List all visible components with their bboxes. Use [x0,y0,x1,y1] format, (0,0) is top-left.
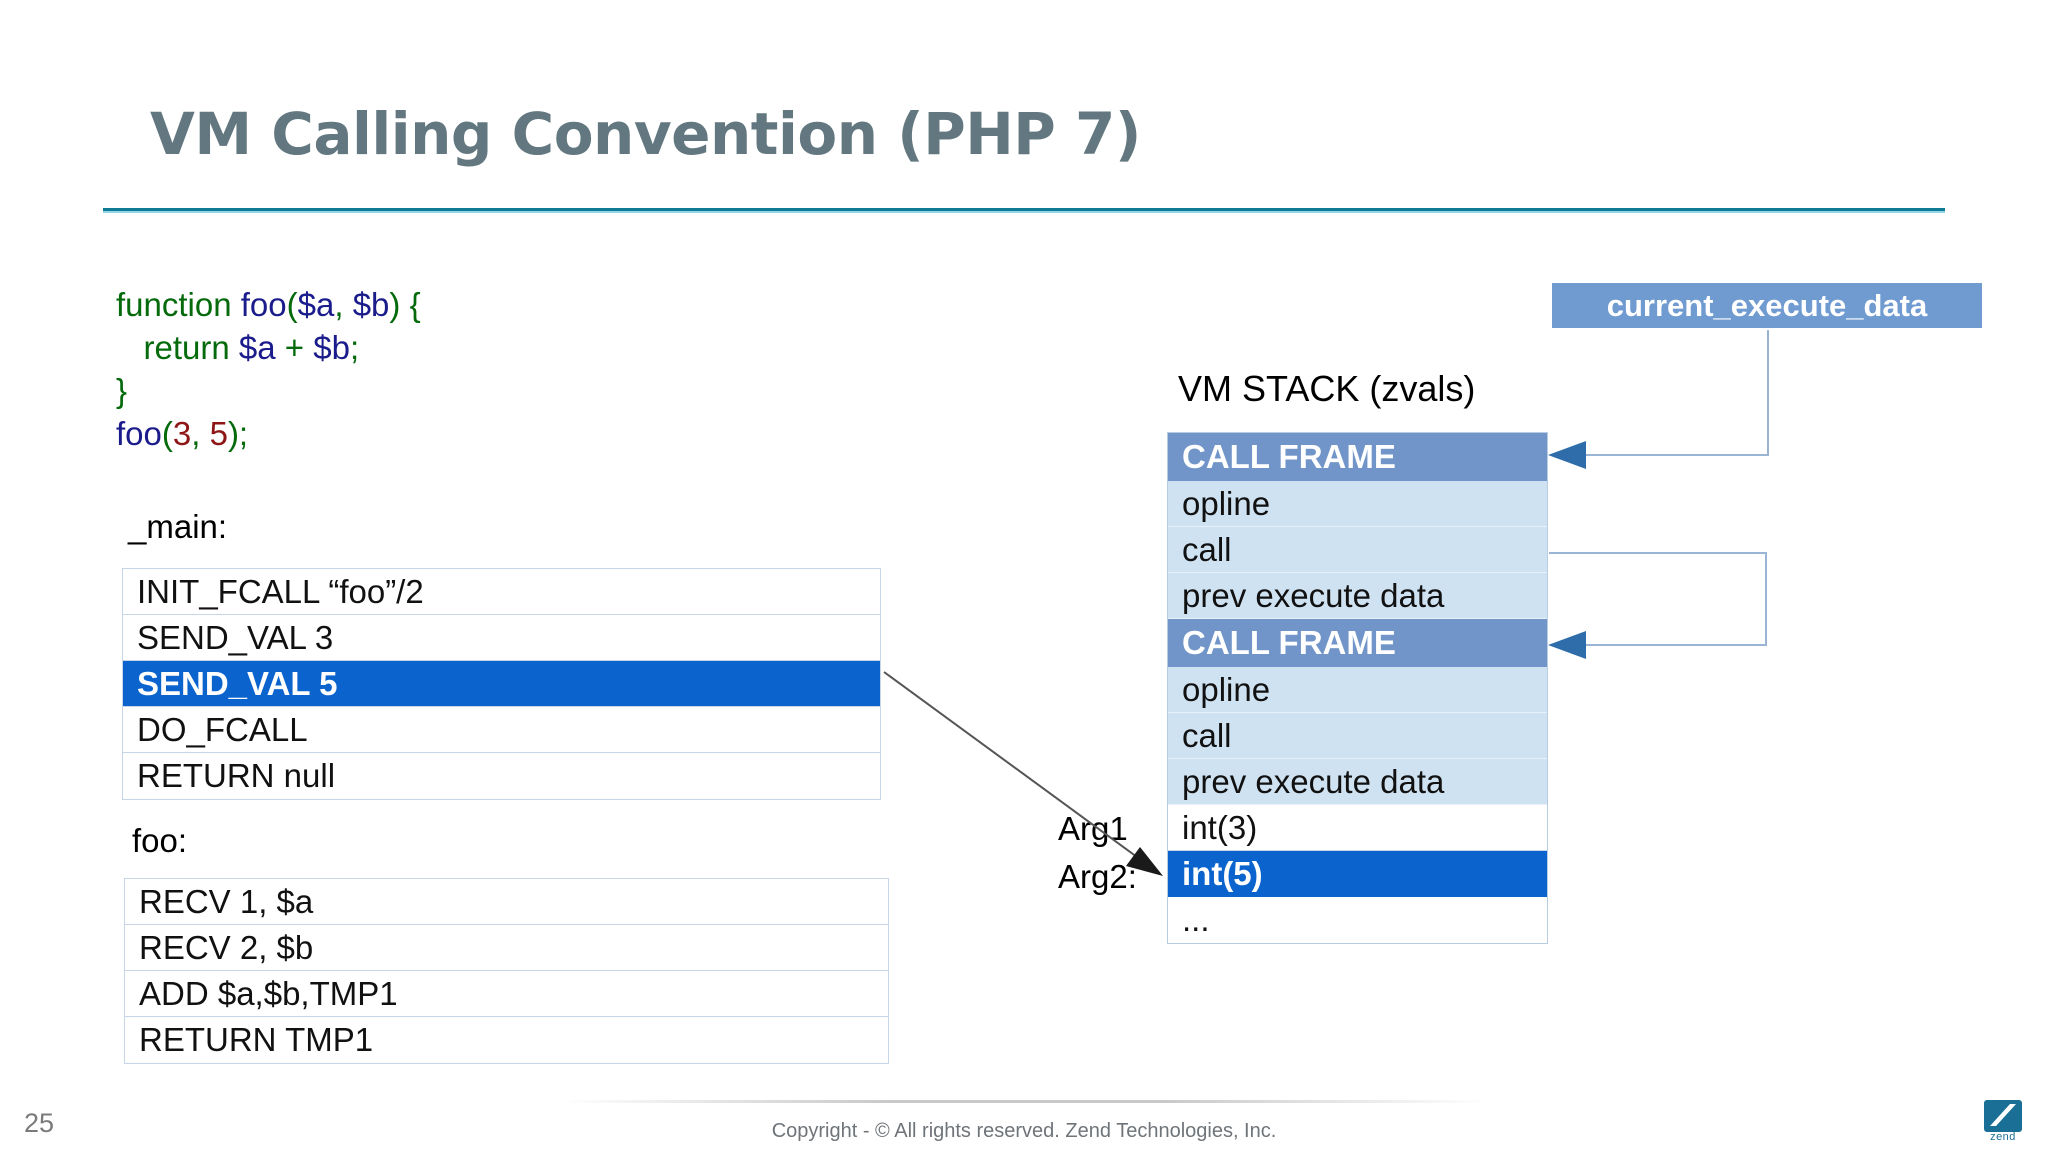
slide-number: 25 [24,1108,55,1138]
code-token: foo [116,415,162,452]
vm-stack-row: call [1168,527,1547,573]
php-code-block: function foo($a, $b) { return $a + $b;}f… [116,283,421,455]
code-token: $a [297,286,335,323]
opcode-row: RETURN null [137,757,336,794]
code-token: $b [313,329,350,366]
code-token: foo [240,286,287,323]
code-token: + [275,329,314,366]
title-divider [103,208,1945,211]
opcode-row: SEND_VAL 3 [123,615,880,661]
opcode-row: DO_FCALL [123,707,880,753]
code-token: ) { [389,286,421,323]
vm-stack-row: opline [1168,481,1547,527]
vm-stack-row: prev execute data [1168,759,1547,805]
arg2-label: Arg2: [1058,858,1137,895]
page-title: VM Calling Convention (PHP 7) [150,100,1141,168]
vm-stack-label: VM STACK (zvals) [1178,368,1476,409]
code-token: $b [352,286,390,323]
vm-stack-row: opline [1168,667,1547,713]
vm-stack-row: CALL FRAME [1168,619,1547,667]
code-token: ); [227,415,249,452]
code-token: return [116,329,239,366]
opcode-row: ADD $a,$b,TMP1 [125,971,888,1017]
opcode-row: SEND_VAL 5 [123,661,880,707]
vm-stack-row: int(3) [1168,805,1547,851]
arg1-label: Arg1 [1058,810,1128,847]
footer-divider [560,1100,1490,1103]
opcode-row: INIT_FCALL “foo”/2 [123,569,880,615]
code-token: 3 [172,415,192,452]
opcode-row: RECV 1, $a [125,879,888,925]
frame2-arrowhead [1548,631,1586,659]
zend-logo-icon [1984,1100,2022,1132]
current-execute-data-badge: current_execute_data [1552,283,1982,328]
code-line: return $a + $b; [116,326,421,369]
code-token: $a [238,329,276,366]
code-token: , [334,286,353,323]
opcode-row: RECV 2, $b [125,925,888,971]
main-function-label: _main: [128,508,228,545]
code-token: } [116,372,128,409]
code-line: foo(3, 5); [116,412,421,455]
vm-stack-row: CALL FRAME [1168,433,1547,481]
code-line: function foo($a, $b) { [116,283,421,326]
copyright-text: Copyright - © All rights reserved. Zend … [771,1120,1277,1142]
call-to-frame2-connector [1549,552,1767,646]
foo-function-label: foo: [132,822,188,859]
badge-to-frame1-connector [1583,330,1769,456]
vm-stack-row: prev execute data [1168,573,1547,619]
code-token: ( [161,415,173,452]
code-line: } [116,369,421,412]
title-divider-shadow [103,211,1945,213]
vm-stack-row: ... [1168,897,1547,943]
vm-stack-row: int(5) [1168,851,1547,897]
code-token: 5 [209,415,228,452]
code-token: , [191,415,210,452]
zend-wordmark: zend [1990,1131,2016,1143]
opcode-row: RETURN TMP1 [139,1021,374,1058]
frame1-arrowhead [1548,441,1586,469]
code-token: ; [349,329,360,366]
code-token: ( [286,286,298,323]
code-token: function [116,286,241,323]
vm-stack-row: call [1168,713,1547,759]
